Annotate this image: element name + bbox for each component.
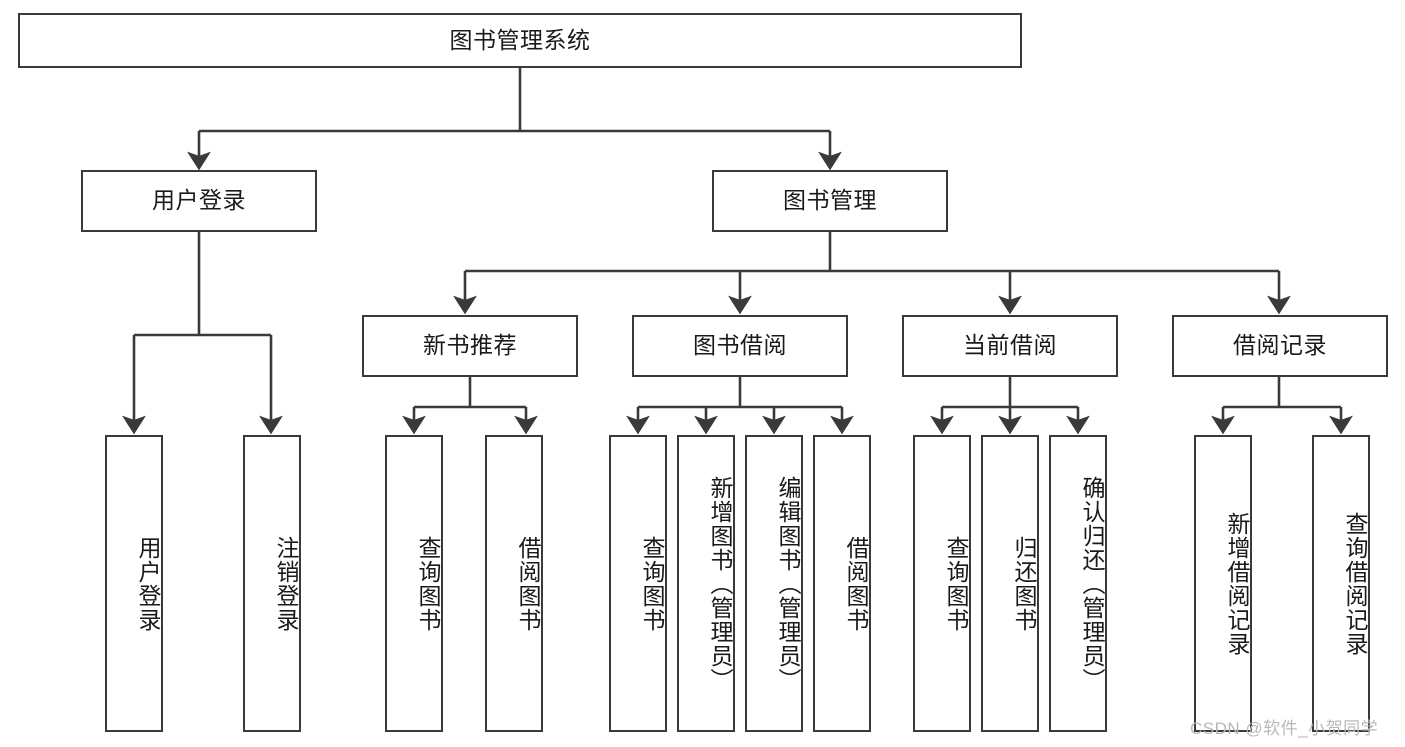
leaf-add-book-admin[interactable]: 新增图书（管理员） xyxy=(677,435,735,732)
node-current-borrow[interactable]: 当前借阅 xyxy=(902,315,1118,377)
leaf-logout-login-label: 注销登录 xyxy=(273,535,299,632)
leaf-confirm-return-admin[interactable]: 确认归还（管理员） xyxy=(1049,435,1107,732)
node-new-book-recommend[interactable]: 新书推荐 xyxy=(362,315,578,377)
node-user-login[interactable]: 用户登录 xyxy=(81,170,317,232)
leaf-query-borrow-record[interactable]: 查询借阅记录 xyxy=(1312,435,1370,732)
node-book-management[interactable]: 图书管理 xyxy=(712,170,948,232)
leaf-return-book-label: 归还图书 xyxy=(1011,535,1037,632)
leaf-add-borrow-record[interactable]: 新增借阅记录 xyxy=(1194,435,1252,732)
leaf-borrow-book-b-label: 借阅图书 xyxy=(843,535,869,632)
leaf-edit-book-admin-label: 编辑图书（管理员） xyxy=(775,475,801,692)
leaf-borrow-book-a[interactable]: 借阅图书 xyxy=(485,435,543,732)
leaf-query-book-b[interactable]: 查询图书 xyxy=(609,435,667,732)
leaf-user-login[interactable]: 用户登录 xyxy=(105,435,163,732)
node-borrow-record[interactable]: 借阅记录 xyxy=(1172,315,1388,377)
node-book-borrow[interactable]: 图书借阅 xyxy=(632,315,848,377)
leaf-borrow-book-a-label: 借阅图书 xyxy=(515,535,541,632)
leaf-user-login-label: 用户登录 xyxy=(135,535,161,632)
node-root-system[interactable]: 图书管理系统 xyxy=(18,13,1022,68)
leaf-query-book-a-label: 查询图书 xyxy=(415,535,441,632)
leaf-query-book-b-label: 查询图书 xyxy=(639,535,665,632)
leaf-add-book-admin-label: 新增图书（管理员） xyxy=(707,475,733,692)
leaf-query-book-c[interactable]: 查询图书 xyxy=(913,435,971,732)
leaf-borrow-book-b[interactable]: 借阅图书 xyxy=(813,435,871,732)
leaf-add-borrow-record-label: 新增借阅记录 xyxy=(1224,511,1250,656)
leaf-edit-book-admin[interactable]: 编辑图书（管理员） xyxy=(745,435,803,732)
leaf-confirm-return-admin-label: 确认归还（管理员） xyxy=(1079,475,1105,692)
leaf-query-book-c-label: 查询图书 xyxy=(943,535,969,632)
leaf-query-borrow-record-label: 查询借阅记录 xyxy=(1342,511,1368,656)
leaf-logout-login[interactable]: 注销登录 xyxy=(243,435,301,732)
leaf-query-book-a[interactable]: 查询图书 xyxy=(385,435,443,732)
leaf-return-book[interactable]: 归还图书 xyxy=(981,435,1039,732)
csdn-watermark: CSDN @软件_小贺同学 xyxy=(1190,719,1379,738)
